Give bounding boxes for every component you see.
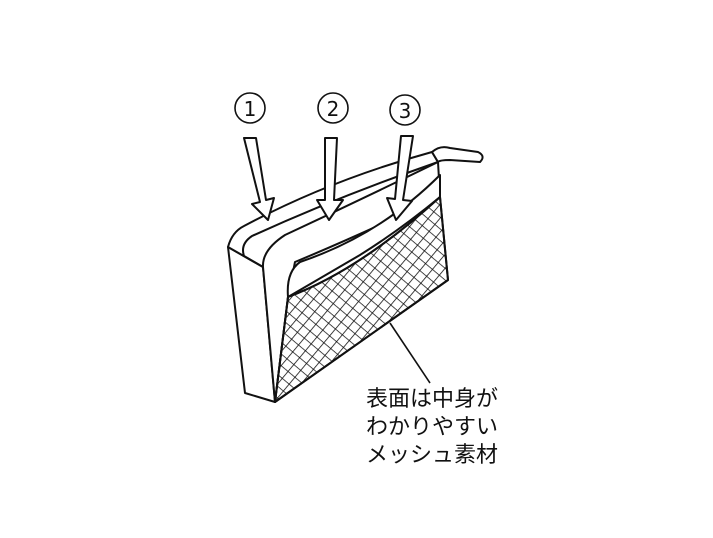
caption-line-2: わかりやすい [366, 415, 499, 440]
label-2: ②2 [327, 97, 340, 121]
arrow-2-icon [316, 137, 344, 221]
arrow-3-icon [386, 135, 414, 221]
label-1: ①1 [244, 97, 257, 121]
label-3: ③3 [399, 99, 412, 123]
mesh-caption: 表面は中身が わかりやすい メッシュ素材 [366, 386, 498, 470]
caption-line-3: メッシュ素材 [366, 443, 499, 468]
caption-line-1: 表面は中身が [366, 387, 499, 412]
leader-line [389, 322, 431, 384]
middle-panel [261, 161, 441, 403]
zipper-pull [431, 146, 484, 163]
arrow-1-icon [243, 137, 275, 221]
